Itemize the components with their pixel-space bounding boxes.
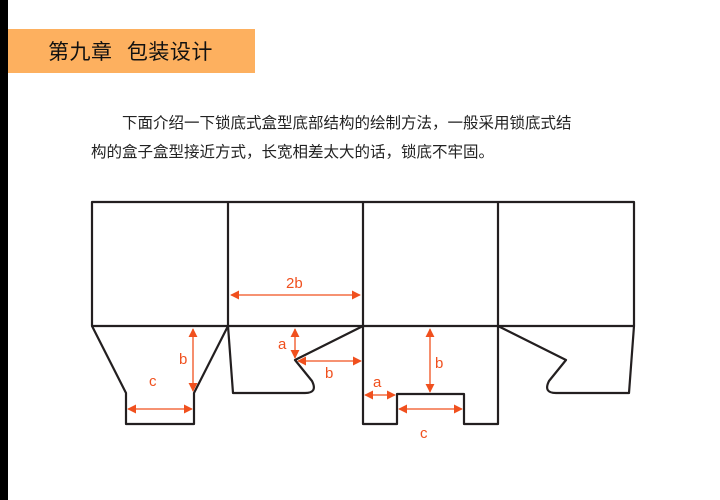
bottom-flap-3	[361, 326, 500, 426]
chapter-title: 第九章 包装设计	[48, 40, 213, 64]
description-paragraph: 下面介绍一下锁底式盒型底部结构的绘制方法，一般采用锁底式结 构的盒子盒型接近方式…	[91, 109, 651, 167]
dimension-labels: b c 2b a b b a c	[149, 275, 443, 442]
left-edge-bar	[0, 0, 8, 500]
label-flap3-c: c	[420, 425, 428, 442]
paragraph-line-1: 下面介绍一下锁底式盒型底部结构的绘制方法，一般采用锁底式结	[122, 114, 572, 132]
label-flap1-b: b	[179, 351, 187, 368]
paragraph-line-2: 构的盒子盒型接近方式，长宽相差太大的话，锁底不牢固。	[91, 143, 495, 161]
bottom-flap-4	[497, 325, 636, 395]
box-outline	[90, 200, 636, 426]
bottom-flap-1	[91, 325, 229, 426]
label-flap1-c: c	[149, 373, 157, 390]
dimension-arrows	[127, 290, 463, 414]
label-flap2-a: a	[278, 336, 287, 353]
bottom-flap-2	[226, 325, 364, 395]
label-flap3-b: b	[435, 355, 443, 372]
label-flap2-b: b	[325, 365, 333, 382]
label-panel2-2b: 2b	[286, 275, 303, 292]
chapter-header: 第九章 包装设计	[8, 29, 255, 73]
label-flap3-a: a	[373, 374, 382, 391]
